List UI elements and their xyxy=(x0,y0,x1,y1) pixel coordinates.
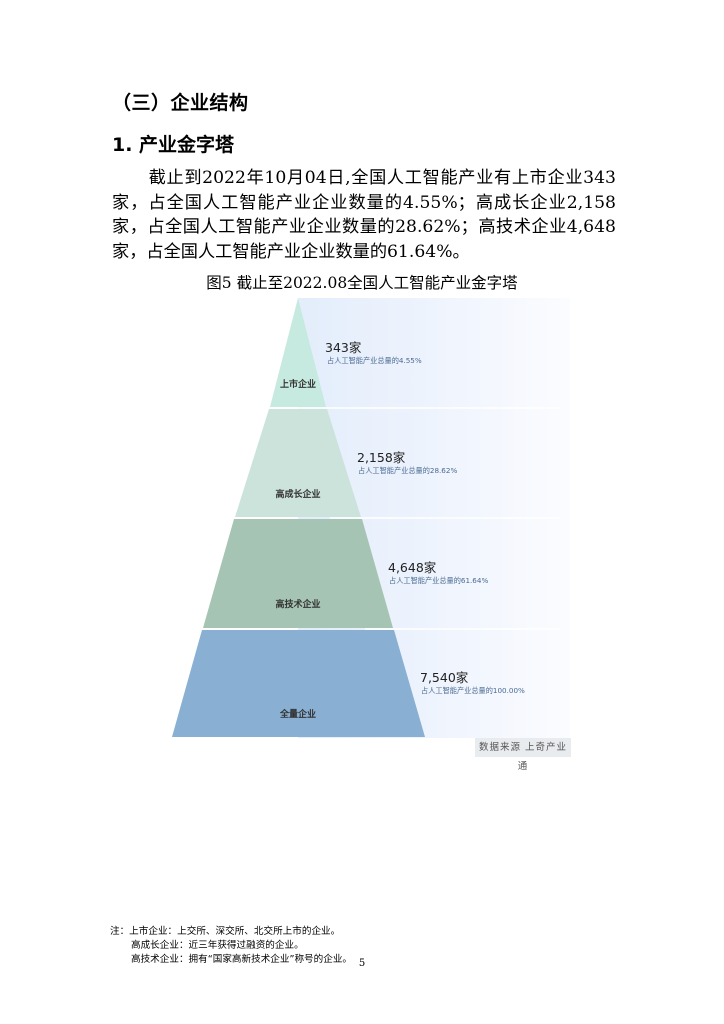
page-number: 5 xyxy=(358,958,366,969)
tier-share-high-tech: 占人工智能产业总量的61.64% xyxy=(389,576,489,585)
note-line-3: 高技术企业：拥有“国家高新技术企业”称号的企业。 xyxy=(131,954,353,965)
tier-share-high-growth: 占人工智能产业总量的28.62% xyxy=(358,466,458,475)
body-paragraph: 截止到2022年10月04日,全国人工智能产业有上市企业343家，占全国人工智能… xyxy=(112,166,616,264)
tier-label-high-growth: 高成长企业 xyxy=(275,490,321,500)
tier-share-listed: 占人工智能产业总量的4.55% xyxy=(327,356,422,365)
tier-label-high-tech: 高技术企业 xyxy=(275,600,321,610)
tier-count-high-growth: 2,158家 xyxy=(357,450,406,465)
note-line-1: 注：上市企业：上交所、深交所、北交所上市的企业。 xyxy=(110,926,341,937)
tier-count-listed: 343家 xyxy=(325,340,362,355)
figure-title: 图5 截止至2022.08全国人工智能产业金字塔 xyxy=(206,274,518,292)
tier-share-all: 占人工智能产业总量的100.00% xyxy=(421,686,525,695)
note-line-2: 高成长企业：近三年获得过融资的企业。 xyxy=(131,940,304,951)
paragraph-text: 截止到2022年10月04日,全国人工智能产业有上市企业343家，占全国人工智能… xyxy=(112,168,616,262)
tier-all xyxy=(172,630,425,737)
tier-count-high-tech: 4,648家 xyxy=(388,560,437,575)
tier-label-all: 全量企业 xyxy=(279,710,316,720)
tier-listed xyxy=(270,298,326,407)
tier-label-listed: 上市企业 xyxy=(279,380,316,390)
tier-high-tech xyxy=(203,519,393,628)
section-heading: （三）企业结构 xyxy=(112,92,249,114)
tier-high-growth xyxy=(235,409,361,517)
subsection-heading: 1. 产业金字塔 xyxy=(112,134,235,156)
tier-count-all: 7,540家 xyxy=(420,670,469,685)
data-source-badge: 数据来源 上奇产业通 xyxy=(475,738,571,772)
